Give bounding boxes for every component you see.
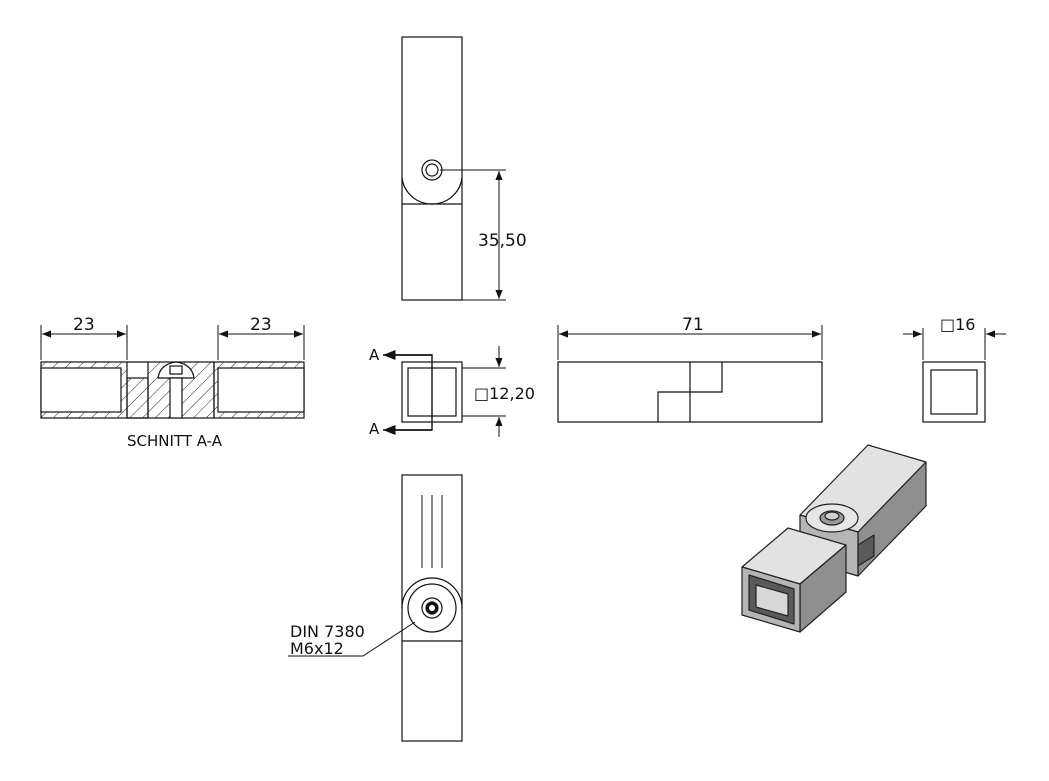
bottom-view xyxy=(401,474,463,742)
section-mark-bottom: A xyxy=(369,420,380,438)
section-dimensions xyxy=(40,325,305,360)
dimension-71 xyxy=(557,325,823,360)
screw-head-top xyxy=(421,159,443,181)
section-title: SCHNITT A-A xyxy=(127,432,223,450)
dim-label-23-left: 23 xyxy=(73,315,95,335)
screw-section xyxy=(157,361,195,419)
section-a-a xyxy=(40,361,305,419)
dim-label-16: □16 xyxy=(940,315,975,334)
end-view xyxy=(922,361,986,423)
dim-label-12-20: □12,20 xyxy=(474,384,535,403)
dim-label-23-right: 23 xyxy=(250,315,272,335)
dimension-35-50 xyxy=(440,169,506,301)
dim-label-71: 71 xyxy=(682,315,704,335)
isometric-view xyxy=(741,444,927,633)
top-view xyxy=(401,36,463,301)
side-view xyxy=(557,361,823,423)
callout-line1: DIN 7380 xyxy=(290,622,365,641)
dimension-12-20 xyxy=(462,346,506,437)
screw-head-bottom xyxy=(407,583,457,633)
slot-lines xyxy=(421,495,443,568)
callout-leader xyxy=(288,621,416,657)
section-mark-top: A xyxy=(369,346,380,364)
dim-label-35-50: 35,50 xyxy=(478,231,527,251)
callout-line2: M6x12 xyxy=(290,639,344,658)
section-line-a-a xyxy=(383,349,433,436)
dimension-16 xyxy=(903,328,1006,360)
